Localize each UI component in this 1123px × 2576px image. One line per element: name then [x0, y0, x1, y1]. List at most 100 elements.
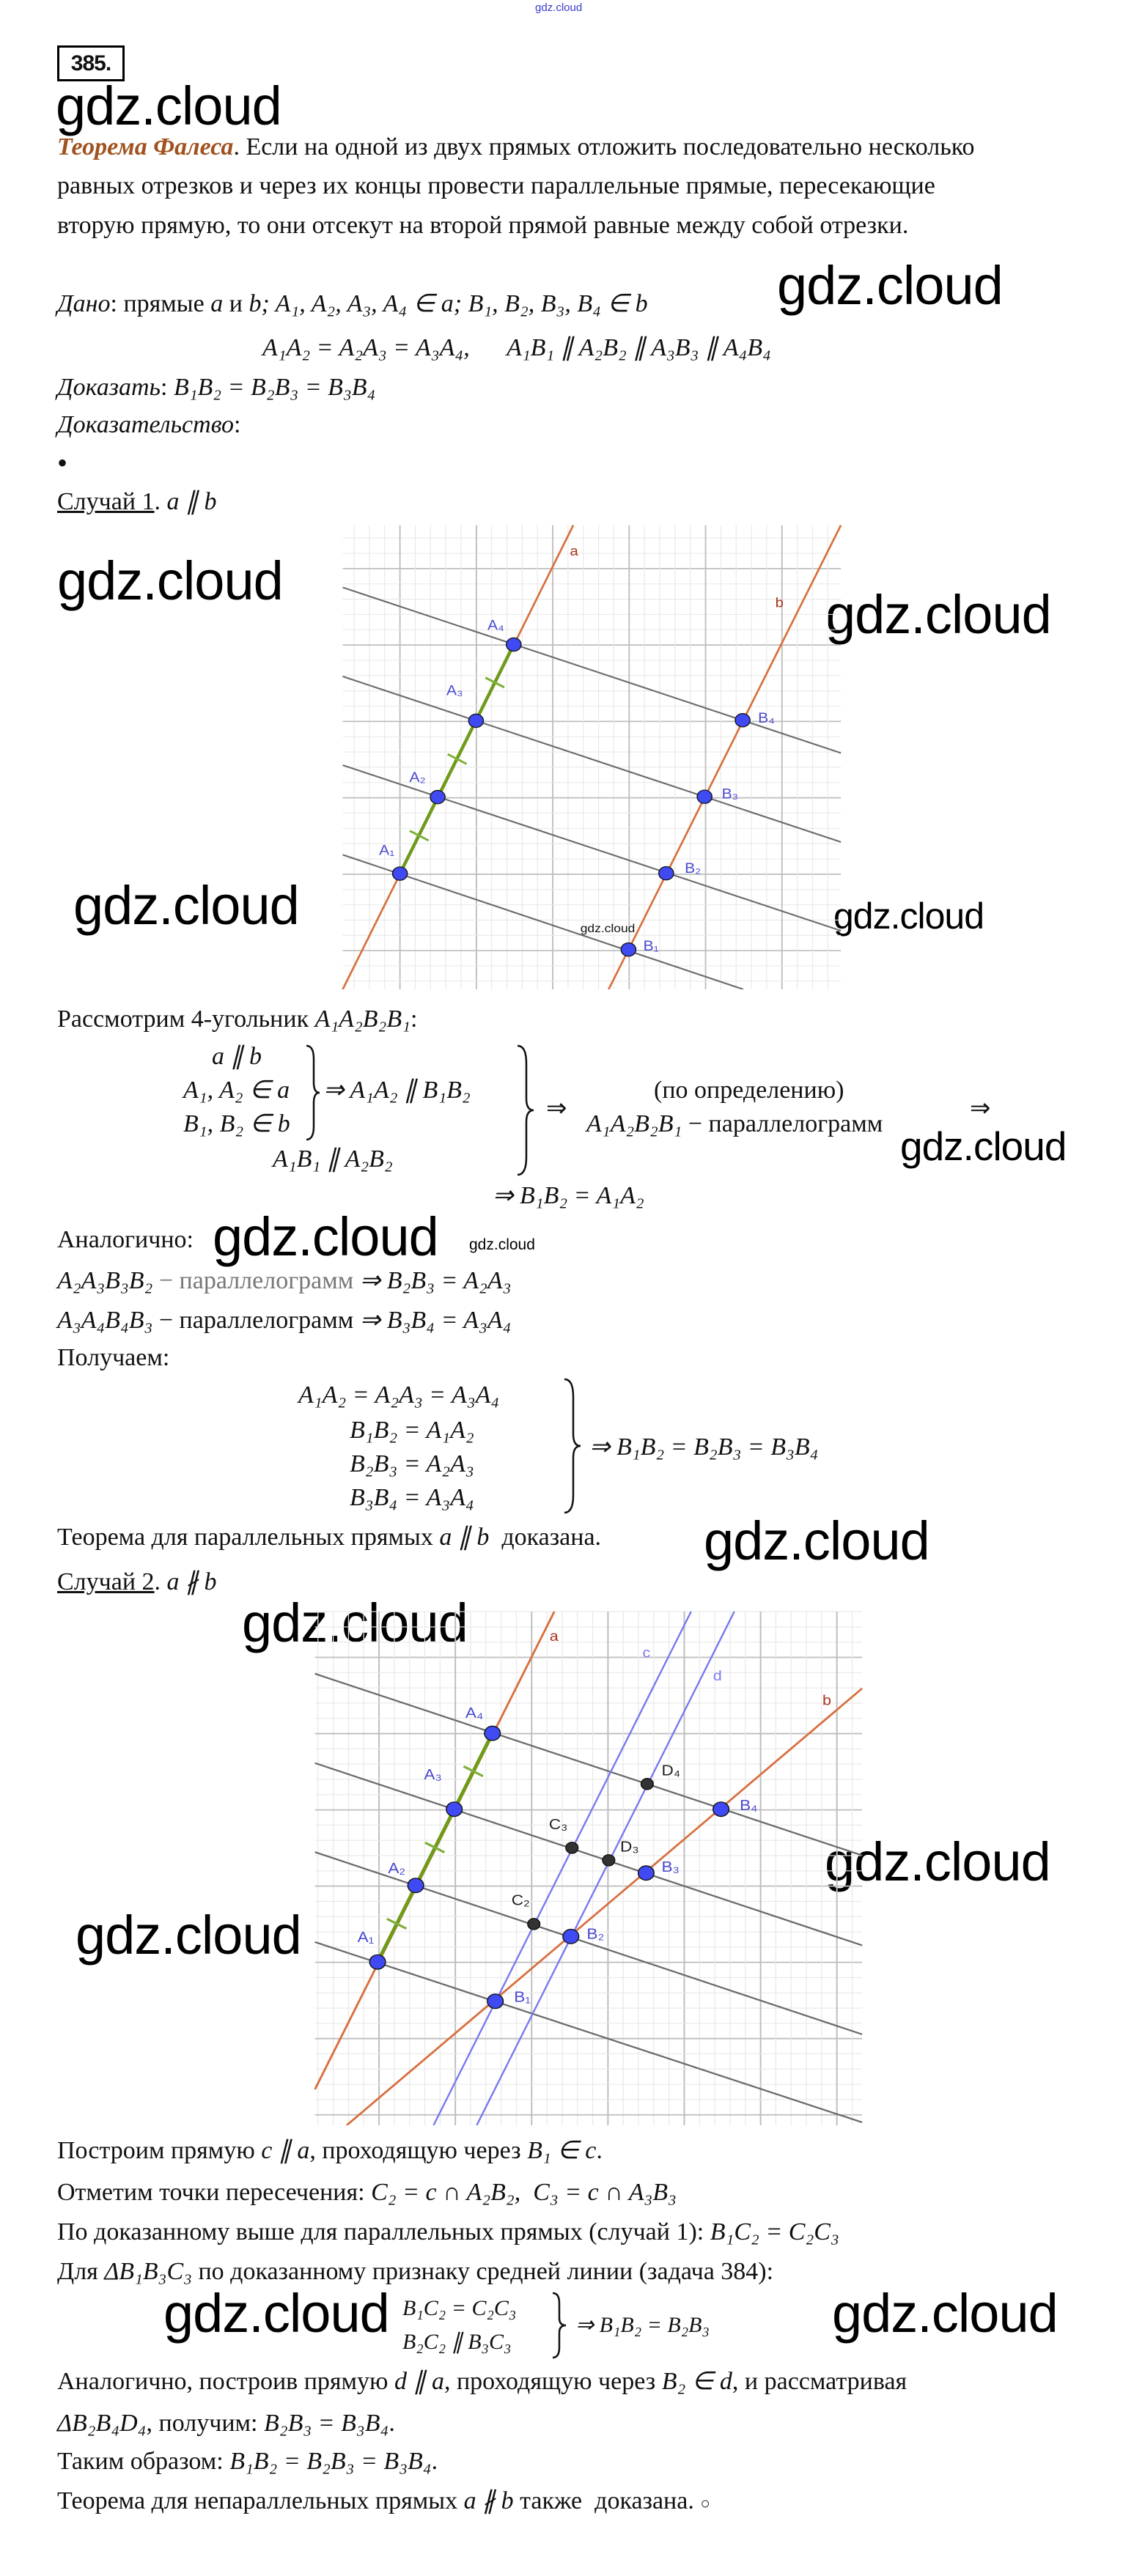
text: .	[431, 2448, 438, 2475]
parallelogram-line: A₁A₂B₂B₁ − параллелограмм	[586, 1110, 883, 1139]
line-label-b: b	[822, 1692, 831, 1708]
given-label: Дано	[57, 290, 111, 317]
point-label-a3: A₃	[424, 1765, 441, 1783]
watermark: gdz.cloud	[581, 922, 636, 935]
right-brace-icon	[517, 1044, 534, 1176]
case1-heading: Случай 1. a ∥ b	[57, 488, 217, 515]
parallelogram-text: − параллелограмм	[682, 1110, 883, 1137]
similarly-text: − параллелограмм	[152, 1267, 360, 1294]
get-label: Получаем:	[57, 1344, 170, 1371]
watermark: gdz.cloud	[704, 1510, 930, 1571]
problem-number: 385.	[57, 45, 125, 81]
case2-line-7: Таким образом: B₁B₂ = B₂B₃ = B₃B₄.	[57, 2447, 438, 2476]
parallel-line	[314, 1851, 863, 2035]
point-a3	[468, 713, 485, 728]
parallel-line	[314, 1941, 863, 2124]
text: .	[596, 2137, 603, 2164]
case2-line-3: По доказанному выше для параллельных пря…	[57, 2218, 839, 2247]
watermark: gdz.cloud	[825, 584, 1052, 645]
theorem-title: Теорема Фалеса	[57, 133, 234, 160]
point-b3	[637, 1865, 655, 1881]
math: C₂ = c ∩ A₂B₂, C₃ = c ∩ A₃B₃	[371, 2179, 677, 2206]
system3-result: ⇒ B₁B₂ = B₂B₃	[575, 2313, 710, 2337]
text: По доказанному выше для параллельных пря…	[57, 2218, 710, 2245]
equal-tick-mark	[386, 1917, 408, 1930]
point-label-a1: A₁	[379, 843, 394, 858]
text: Теорема для непараллельных прямых	[57, 2487, 464, 2514]
point-b3	[696, 789, 713, 804]
watermark: gdz.cloud	[213, 1206, 439, 1267]
text: .	[389, 2410, 395, 2437]
line-d	[476, 1611, 735, 2125]
line-b	[608, 525, 842, 989]
line-label-b: b	[776, 596, 784, 610]
point-label-a2: A₂	[409, 770, 425, 786]
equal-tick-mark	[424, 1841, 446, 1853]
similarly-line-1: A₂A₃B₃B₂ − параллелограмм ⇒ B₂B₃ = A₂A₃	[57, 1266, 511, 1296]
point-a2	[430, 789, 446, 805]
prove-label: Доказать	[57, 374, 161, 401]
conclusion-math: a ∥ b	[439, 1524, 490, 1551]
equal-tick-mark	[409, 830, 430, 842]
parallel-line	[314, 1762, 863, 1946]
case1-label: Случай 1	[57, 488, 155, 515]
point-label-a4: A₄	[465, 1704, 483, 1721]
text: Построим прямую	[57, 2137, 262, 2164]
given-formula: A₁A₂ = A₂A₃ = A₃A₄, A₁B₁ ∥ A₂B₂ ∥ A₃B₃ ∥…	[262, 334, 771, 361]
point-label-b1: B₁	[514, 1988, 531, 2006]
math: B₂ ∈ d	[661, 2368, 732, 2395]
right-brace-icon	[564, 1378, 581, 1514]
case2-line-5: Аналогично, построив прямую d ∥ a, прохо…	[57, 2367, 907, 2396]
case2-line-8: Теорема для непараллельных прямых a ∦ b …	[57, 2487, 710, 2518]
similarly-math: A₃A₄B₄B₃	[57, 1307, 153, 1334]
point-label-b3: B₃	[722, 787, 739, 802]
point-label-b4: B₄	[740, 1796, 757, 1814]
consider-colon: :	[410, 1005, 418, 1033]
similarly-line-2: A₃A₄B₄B₃ − параллелограмм ⇒ B₃B₄ = A₃A₄	[57, 1306, 511, 1335]
system2-result: ⇒ B₁B₂ = B₂B₃ = B₃B₄	[589, 1433, 819, 1461]
end-of-proof-icon: ○	[700, 2494, 710, 2512]
text: по доказанному признаку средней линии (з…	[191, 2258, 774, 2285]
point-label-b3: B₃	[662, 1858, 680, 1875]
line-label-a: a	[550, 1628, 559, 1645]
math: a ∦ b	[463, 2487, 514, 2514]
point-label-b2: B₂	[586, 1924, 604, 1942]
given-math: b; A₁, A₂, A₃, A₄ ∈ a; B₁, B₂, B₃, B₄ ∈ …	[248, 290, 648, 317]
conclusion-case-1: Теорема для параллельных прямых a ∥ b до…	[57, 1523, 601, 1552]
watermark: gdz.cloud	[777, 255, 1004, 316]
point-label-b1: B₁	[644, 939, 659, 954]
line-label-c: c	[643, 1645, 651, 1661]
conclusion-text: доказана.	[489, 1524, 602, 1551]
watermark: gdz.cloud	[825, 1831, 1051, 1892]
similarly-math: A₂A₃B₃B₂	[57, 1267, 153, 1294]
watermark: gdz.cloud	[832, 2283, 1058, 2344]
consider-math: A₁A₂B₂B₁	[314, 1005, 410, 1033]
consider-text: Рассмотрим 4-угольник	[57, 1005, 315, 1033]
text: , получим:	[146, 2410, 264, 2437]
prove-line: Доказать: B₁B₂ = B₂B₃ = B₃B₄	[57, 374, 376, 401]
proof-line: Доказательство:	[57, 411, 241, 438]
point-d4	[640, 1778, 654, 1790]
point-b4	[713, 1801, 730, 1817]
right-brace-icon	[306, 1044, 320, 1141]
equal-tick-mark	[447, 753, 468, 765]
point-label-b4: B₄	[758, 711, 775, 726]
case2-line-4: Для ΔB₁B₃C₃ по доказанному признаку сред…	[57, 2257, 773, 2287]
theorem-line-2: равных отрезков и через их концы провест…	[57, 172, 935, 199]
point-a4	[484, 1725, 501, 1741]
point-b2	[562, 1928, 580, 1944]
theorem-line-1: Теорема Фалеса. Если на одной из двух пр…	[57, 133, 975, 162]
point-a1	[369, 1954, 386, 1970]
point-a3	[446, 1801, 463, 1817]
given-text: : прямые	[110, 290, 211, 317]
math: B₂B₃ = B₃B₄	[264, 2410, 389, 2437]
case2-label: Случай 2	[57, 1568, 155, 1595]
similarly-result: ⇒ B₃B₄ = A₃A₄	[359, 1307, 512, 1334]
case2-line-6: ΔB₂B₄D₄, получим: B₂B₃ = B₃B₄.	[57, 2409, 395, 2438]
line-c	[432, 1611, 692, 2125]
system2-line: B₃B₄ = A₃A₄	[350, 1484, 474, 1511]
theorem-text: . Если на одной из двух прямых отложить …	[233, 133, 975, 160]
point-label-a2: A₂	[388, 1859, 405, 1877]
